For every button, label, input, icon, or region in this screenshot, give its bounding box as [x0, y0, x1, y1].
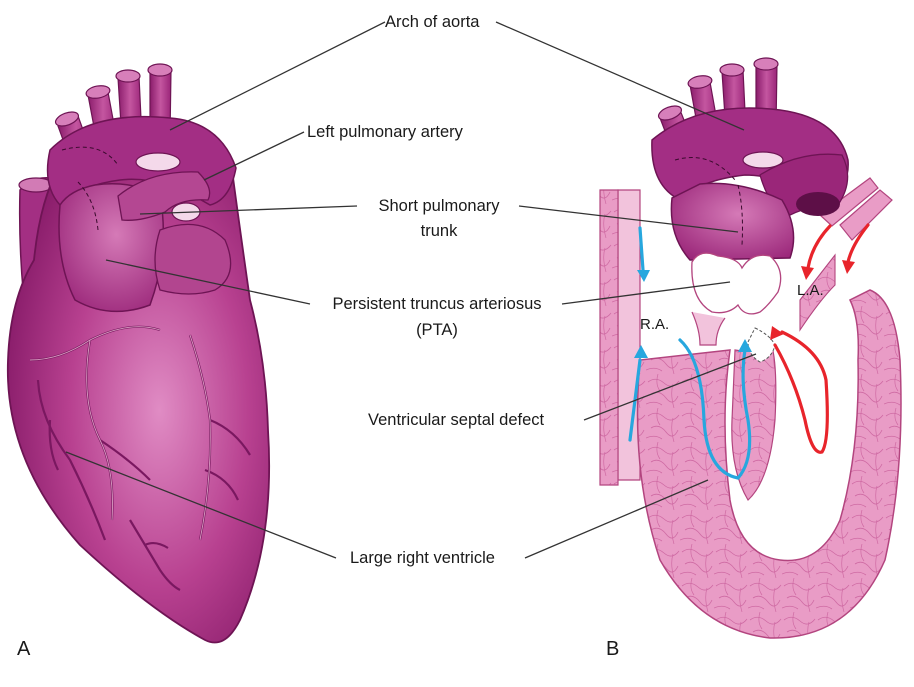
leader-arch-a [169, 21, 386, 131]
heart-cross-section [599, 57, 902, 639]
ventricle-wall [636, 289, 902, 639]
panel-label-a: A [17, 638, 31, 660]
leader-rv-a [65, 451, 337, 559]
label-short-pulmonary-trunk-1: Short pulmonary [378, 197, 500, 215]
panel-label-b: B [606, 638, 620, 660]
label-pta-2: (PTA) [416, 321, 458, 339]
leader-spt-b [518, 205, 739, 233]
leader-vsd [583, 353, 757, 421]
leader-pta-a [105, 259, 311, 305]
label-ventricular-septal-defect: Ventricular septal defect [368, 411, 545, 429]
label-short-pulmonary-trunk-2: trunk [420, 222, 458, 240]
label-right-atrium: R.A. [640, 316, 670, 333]
leader-spt-a [139, 205, 358, 215]
oxygenated-flow [773, 223, 870, 454]
leader-lines [65, 21, 757, 559]
truncus-trunk-b [670, 182, 795, 261]
label-left-pulmonary-artery: Left pulmonary artery [307, 123, 463, 141]
label-left-atrium: L.A. [797, 282, 824, 299]
leader-lpa [203, 131, 305, 181]
leader-arch-b [495, 21, 745, 131]
label-arch-of-aorta: Arch of aorta [385, 13, 480, 31]
leader-pta-b [561, 281, 731, 305]
heart-external-view [6, 63, 271, 644]
leader-rv-b [524, 479, 709, 559]
label-pta-1: Persistent truncus arteriosus [332, 295, 542, 313]
label-large-right-ventricle: Large right ventricle [350, 549, 495, 567]
